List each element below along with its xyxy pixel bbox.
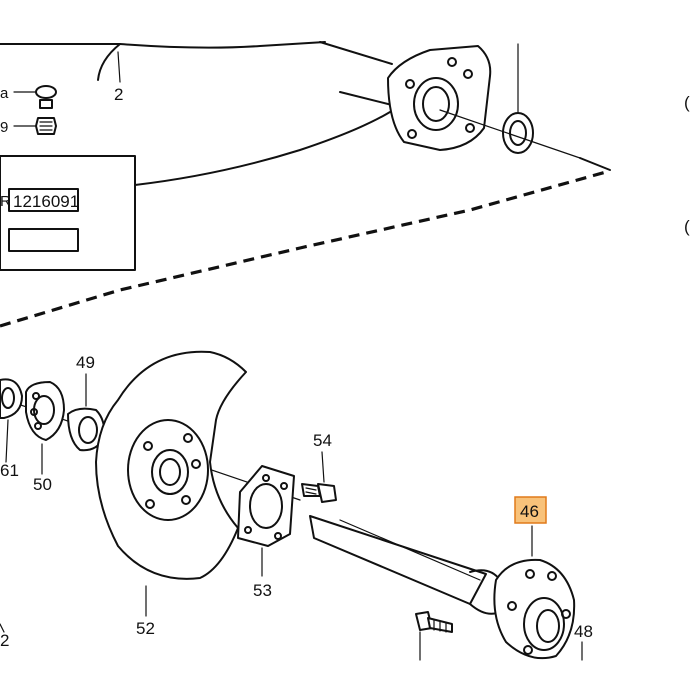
part-label-50: 50 bbox=[33, 475, 52, 494]
ref-label-a: a bbox=[0, 85, 9, 102]
part-number-text: 1216091 bbox=[13, 192, 79, 211]
part-label-54: 54 bbox=[313, 431, 332, 450]
upper-inset bbox=[0, 41, 611, 328]
part-label-53: 53 bbox=[253, 581, 272, 600]
part-number-box bbox=[8, 188, 79, 212]
ref-label-9: 9 bbox=[0, 119, 8, 136]
part-number-plate bbox=[0, 155, 136, 271]
part-label-48: 48 bbox=[574, 622, 593, 641]
margin-mark-2: ( bbox=[684, 217, 690, 236]
lower-exploded-view bbox=[0, 350, 583, 661]
margin-mark-1: ( bbox=[684, 93, 690, 112]
part-label-46[interactable]: 46 bbox=[520, 502, 539, 521]
ref-label-r: R bbox=[0, 193, 11, 210]
highlight-box-46 bbox=[514, 496, 547, 524]
part-label-2-bottom: 2 bbox=[0, 631, 9, 650]
part-label-61: 61 bbox=[0, 461, 19, 480]
ref-label-2: 2 bbox=[114, 85, 123, 104]
part-label-49: 49 bbox=[76, 353, 95, 372]
blank-box bbox=[8, 228, 79, 252]
part-label-52: 52 bbox=[136, 619, 155, 638]
